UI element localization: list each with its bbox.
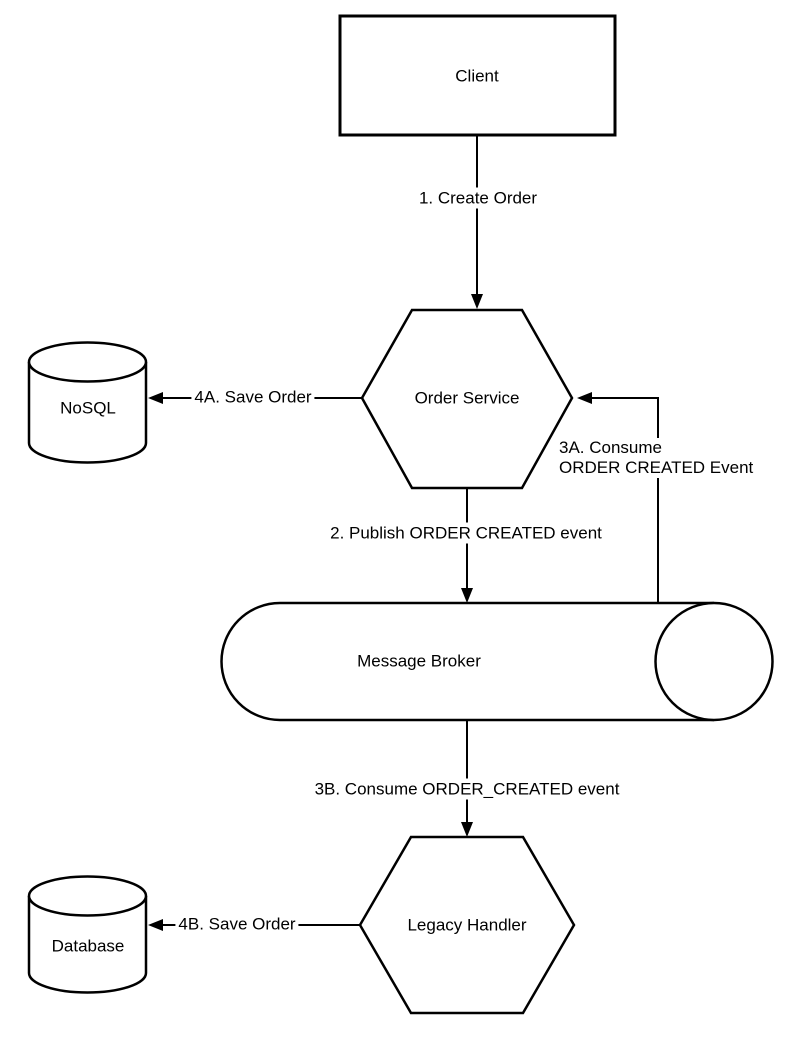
edge-label-create-order: 1. Create Order — [415, 187, 541, 209]
edge-label-save-order-a: 4A. Save Order — [191, 386, 315, 408]
edge-label-consume-event-a-line1: 3A. Consume — [559, 438, 662, 457]
edge-label-consume-event-b: 3B. Consume ORDER_CREATED event — [311, 778, 623, 800]
edge-label-consume-event-a-line2: ORDER CREATED Event — [559, 458, 754, 477]
nosql-cylinder-top — [27, 341, 148, 383]
nosql-label: NoSQL — [60, 398, 116, 418]
nosql-cylinder-body — [27, 362, 148, 464]
legacy-handler-label: Legacy Handler — [407, 915, 527, 935]
edge-label-save-order-b: 4B. Save Order — [175, 913, 299, 935]
message-broker-pipe-body — [220, 601, 714, 722]
order-service-label: Order Service — [414, 388, 520, 408]
database-cylinder-body — [27, 896, 148, 994]
database-cylinder-top — [27, 875, 148, 917]
database-label: Database — [51, 936, 125, 956]
client-box — [338, 14, 617, 137]
edge-label-publish-event: 2. Publish ORDER CREATED event — [327, 522, 605, 544]
message-broker-label: Message Broker — [357, 651, 481, 671]
message-broker-pipe-end — [654, 601, 774, 722]
order-service-hexagon — [360, 308, 574, 490]
legacy-handler-hexagon — [358, 835, 576, 1015]
client-label: Client — [455, 66, 499, 86]
arrow-consume-event-a — [577, 392, 659, 603]
edge-label-consume-event-a: 3A. Consume ORDER CREATED Event — [556, 438, 757, 478]
